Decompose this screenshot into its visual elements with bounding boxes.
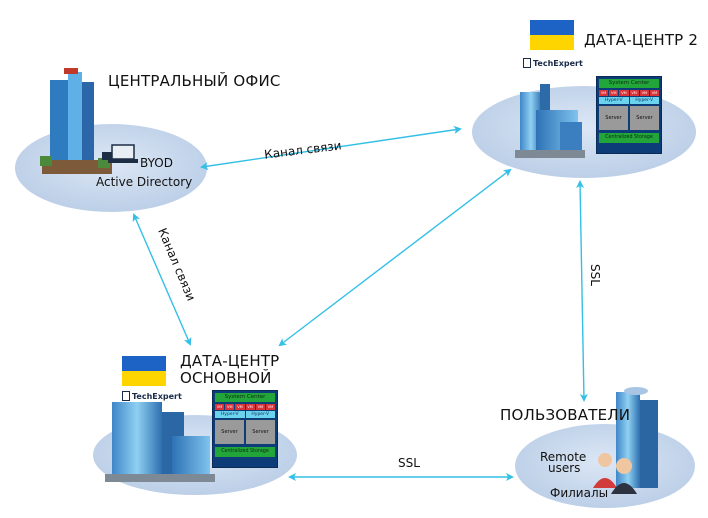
vm-cell: VM [255, 404, 265, 410]
laptop-icon [102, 144, 138, 163]
vm-cell: VM [225, 404, 235, 410]
vm-cell: VM [629, 90, 639, 96]
techexpert-logo: TechExpert [122, 391, 182, 401]
vm-cell: VM [245, 404, 255, 410]
link-label-dcmain-users: SSL [398, 456, 420, 470]
dc-main-building-icon [105, 402, 215, 482]
vm-cell: VM [619, 90, 629, 96]
server-label: Server [630, 106, 659, 130]
hyperv-label: Hyper-V [215, 411, 245, 418]
byod-label: BYOD [140, 156, 173, 170]
users-title: ПОЛЬЗОВАТЕЛИ [500, 406, 631, 424]
system-center-stack: System Center VM VM VM VM VM VM Hyper-V … [596, 76, 662, 154]
vm-cell: VM [599, 90, 609, 96]
vm-cell: VM [639, 90, 649, 96]
users-label: users [548, 461, 581, 475]
branches-label: Филиалы [550, 486, 609, 500]
active-directory-label: Active Directory [96, 175, 193, 189]
remote-label: Remote [540, 450, 587, 464]
server-label: Server [246, 420, 275, 444]
vm-cell: VM [265, 404, 276, 410]
hyperv-label: Hyper-V [629, 97, 659, 104]
ukraine-flag-icon [530, 20, 574, 50]
server-label: Server [599, 106, 628, 130]
vm-cell: VM [215, 404, 225, 410]
storage-label: Centralized Storage [599, 133, 659, 143]
hyperv-label: Hyper-V [599, 97, 629, 104]
techexpert-logo: TechExpert [523, 58, 583, 68]
vm-cell: VM [235, 404, 245, 410]
system-center-label: System Center [599, 79, 659, 88]
hyperv-label: Hyper-V [245, 411, 275, 418]
dc-main-title-line2: ОСНОВНОЙ [180, 369, 272, 387]
ukraine-flag-icon [122, 356, 166, 386]
link-label-dc2-users: SSL [588, 264, 602, 286]
arrow-dc2-users [576, 180, 588, 402]
dc2-ellipse [472, 86, 696, 178]
dc2-building-icon [515, 84, 585, 158]
server-label: Server [215, 420, 244, 444]
arrow-office-dc2 [200, 125, 462, 171]
vm-cell: VM [649, 90, 660, 96]
system-center-stack: System Center VM VM VM VM VM VM Hyper-V … [212, 390, 278, 468]
arrow-dc2-dcmain [278, 168, 512, 347]
office-building-icon [40, 68, 112, 174]
arrow-office-dcmain [132, 213, 192, 346]
central-office-title: ЦЕНТРАЛЬНЫЙ ОФИС [108, 72, 281, 90]
dc2-title: ДАТА-ЦЕНТР 2 [584, 31, 699, 49]
vm-cell: VM [609, 90, 619, 96]
system-center-label: System Center [215, 393, 275, 402]
storage-label: Centralized Storage [215, 447, 275, 457]
people-icon [593, 453, 637, 494]
dc-main-title-line1: ДАТА-ЦЕНТР [180, 352, 280, 370]
